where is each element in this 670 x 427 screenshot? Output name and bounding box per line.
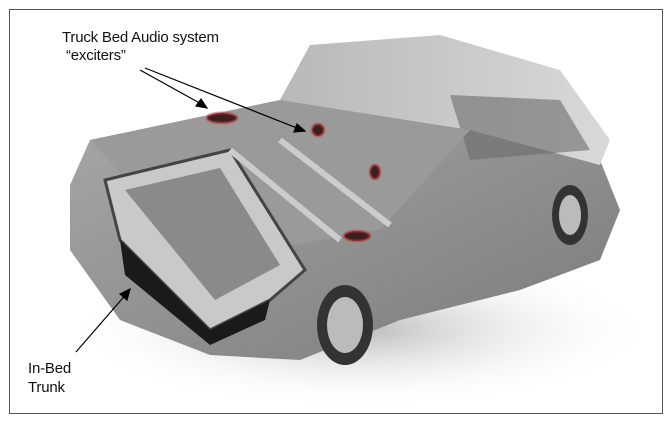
trunk-arrow bbox=[75, 291, 129, 353]
arrowhead-icon bbox=[118, 287, 131, 302]
exciter-marker bbox=[310, 122, 326, 138]
trunk-tub bbox=[120, 240, 270, 345]
exciters-label-line1: Truck Bed Audio system bbox=[62, 29, 219, 46]
arrowhead-icon bbox=[194, 97, 209, 109]
bed-rail bbox=[278, 137, 392, 228]
exciter-marker bbox=[342, 229, 372, 243]
exciters-label-line2: “exciters” bbox=[66, 47, 126, 64]
figure-frame bbox=[9, 9, 663, 414]
exciter-marker bbox=[205, 111, 239, 125]
front-wheel-rim bbox=[559, 195, 581, 235]
trunk-label-line1: In-Bed bbox=[28, 360, 71, 377]
exciter-arrow bbox=[139, 69, 206, 107]
trunk-interior bbox=[125, 168, 280, 300]
exciter-marker bbox=[368, 163, 382, 181]
rear-wheel-rim bbox=[327, 297, 363, 353]
cab-windows bbox=[450, 95, 590, 160]
exciter-arrow bbox=[144, 67, 303, 131]
arrowhead-icon bbox=[293, 122, 307, 133]
trunk-label-line2: Trunk bbox=[28, 379, 65, 396]
bed-rail bbox=[228, 147, 342, 243]
